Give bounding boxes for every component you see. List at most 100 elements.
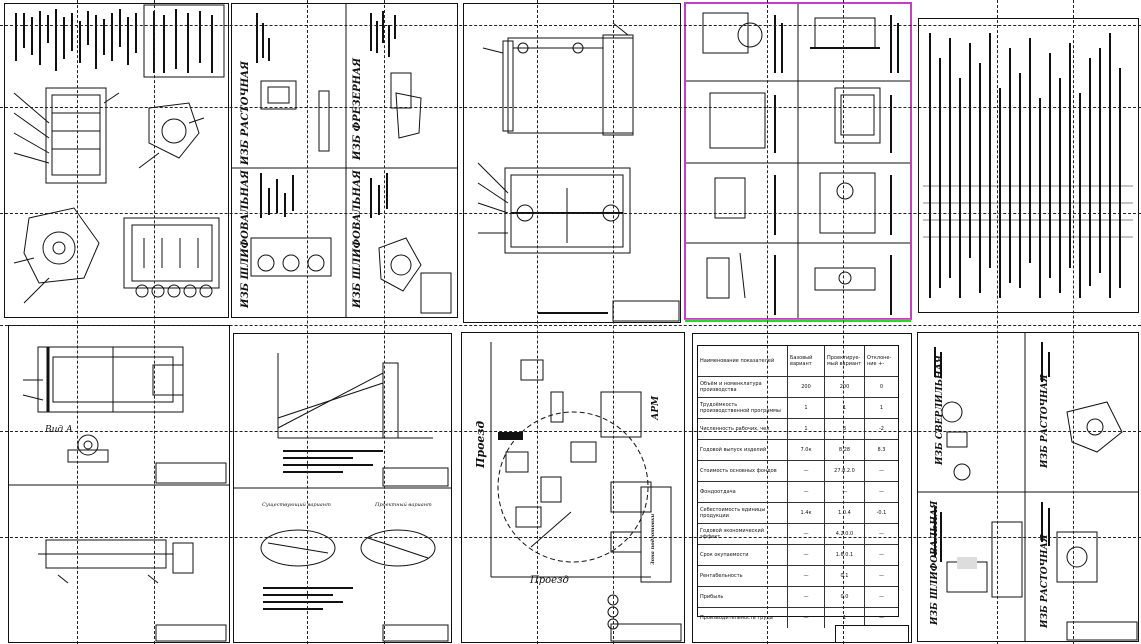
table-cell: 1 (825, 608, 865, 628)
operations-drawing (231, 3, 458, 318)
selection-frame-bottom (685, 319, 911, 322)
table-cell: 0 (879, 384, 884, 390)
sheet-fixture-assembly[interactable] (463, 3, 681, 323)
guide-line-v (1073, 0, 1074, 644)
table-cell: — (788, 524, 825, 544)
guide-line-h (0, 537, 1141, 538)
title-block (835, 625, 909, 643)
guide-line-v (997, 0, 998, 644)
table-row: Срок окупаемости—1.6.0.1— (698, 545, 898, 566)
table-cell: — (825, 482, 865, 502)
table-cell: 1.0.4 (825, 503, 865, 523)
table-header-cell: Проектируе-мый вариант (825, 346, 865, 376)
guide-line-v (843, 0, 844, 644)
workshop-label-4: Зона подготовки (650, 513, 656, 565)
cylinder-drawing (8, 346, 230, 642)
table-cell: — (788, 587, 825, 607)
table-cell: Трудоёмкость производственной программы (698, 398, 788, 418)
table-cell: — (879, 552, 884, 558)
table-cell: 3 (825, 419, 865, 439)
cutting-caption-2: Проектный вариант (375, 502, 432, 508)
sheet-cylinder-drawing[interactable] (8, 325, 230, 643)
table-row: Прибыль—0.0— (698, 587, 898, 608)
table-cell: Производительность труда (698, 608, 788, 628)
table-cell: — (788, 566, 825, 586)
workshop-plan-drawing (490, 342, 682, 642)
table-header-cell: Наименование показателей (698, 346, 788, 376)
table-cell: 8.3 (877, 447, 886, 453)
table-cell: — (879, 615, 884, 621)
workshop-label-2: Проезд (530, 575, 569, 586)
table-cell: 7.0к (788, 440, 825, 460)
assembly-drawing (13, 4, 225, 304)
table-cell: — (879, 468, 884, 474)
table-cell: -2 (879, 426, 884, 432)
guide-line-v (537, 0, 538, 644)
guide-line-h (0, 25, 1141, 26)
table-cell: 1.6.0.1 (825, 545, 865, 565)
sheet-operation-sketches-2[interactable] (917, 332, 1139, 642)
table-row: Стоимость основных фондов—27.8.2.0— (698, 461, 898, 482)
op2-label-3: ИЗБ ШЛИФОВАЛЬНАЯ (930, 500, 940, 625)
table-cell: Себестоимость единицы продукции (698, 503, 788, 523)
sheet-spec-list[interactable] (918, 18, 1139, 313)
table-cell: -0.1 (876, 510, 887, 516)
table-row: Фондоотдача——— (698, 482, 898, 503)
guide-line-h (0, 107, 1141, 108)
op2-label-2: ИЗБ РАСТОЧНАЯ (1040, 374, 1050, 468)
op2-label-4: ИЗБ РАСТОЧНАЯ (1040, 534, 1050, 628)
table-cell: Годовой выпуск изделий (698, 440, 788, 460)
cutting-diagram-drawing (233, 353, 452, 642)
view-label: Вид А (45, 425, 73, 435)
table-cell: Годовой экономический эффект (698, 524, 788, 544)
spec-list-drawing (923, 33, 1133, 298)
fixture-drawing (477, 22, 680, 322)
table-row: Рентабельность—0.1— (698, 566, 898, 587)
guide-line-h (0, 213, 1141, 214)
table-header-cell: Базовый вариант (788, 346, 825, 376)
workshop-label-3: АРМ (651, 395, 661, 420)
guide-line-v (77, 0, 78, 644)
parts-grid-drawing (685, 3, 911, 321)
guide-line-v (154, 0, 155, 644)
op-label-2: ИЗБ ФРЕЗЕРНАЯ (352, 57, 363, 160)
table-cell: Объём и номенклатура производства (698, 377, 788, 397)
guide-line-h (0, 431, 1141, 432)
table-row: Производительность труда—1— (698, 608, 898, 628)
table-cell: 27.8.2.0 (825, 461, 865, 481)
table-cell: — (788, 545, 825, 565)
table-cell: — (879, 531, 884, 537)
workshop-label-1: Проезд (474, 420, 487, 468)
op-label-3: ИЗБ ШЛИФОВАЛЬНАЯ (240, 170, 251, 308)
cutting-caption-1: Существующий вариант (262, 502, 331, 508)
table-header-cell: Отклоне-ние +- (867, 355, 892, 367)
table-cell: 1 (879, 405, 884, 411)
table-cell: 1 (825, 398, 865, 418)
table-cell: — (879, 594, 884, 600)
table-cell: Стоимость основных фондов (698, 461, 788, 481)
guide-line-h (0, 325, 1141, 326)
table-cell: 0.0 (825, 587, 865, 607)
guide-line-v (767, 0, 768, 644)
table-cell: 4.2.0.0 (825, 524, 865, 544)
table-cell: Численность рабочих, чел (698, 419, 788, 439)
operations-drawing-2 (917, 332, 1139, 642)
table-cell: 8.28 (825, 440, 865, 460)
table-cell: — (879, 489, 884, 495)
table-cell: 1.4к (788, 503, 825, 523)
table-cell: 1 (788, 398, 825, 418)
guide-line-v (384, 0, 385, 644)
table-cell: — (788, 608, 825, 628)
op-label-4: ИЗБ ШЛИФОВАЛЬНАЯ (352, 170, 363, 308)
op2-label-1: ИЗБ СВЕРЛИЛЬНАЯ (935, 355, 945, 465)
table-cell: 200 (825, 377, 865, 397)
op-label-1: ИЗБ РАСТОЧНАЯ (240, 60, 251, 165)
economics-table: Наименование показателей Базовый вариант… (697, 345, 899, 628)
table-row: Годовой экономический эффект—4.2.0.0— (698, 524, 898, 545)
table-cell: Прибыль (698, 587, 788, 607)
guide-line-v (307, 0, 308, 644)
